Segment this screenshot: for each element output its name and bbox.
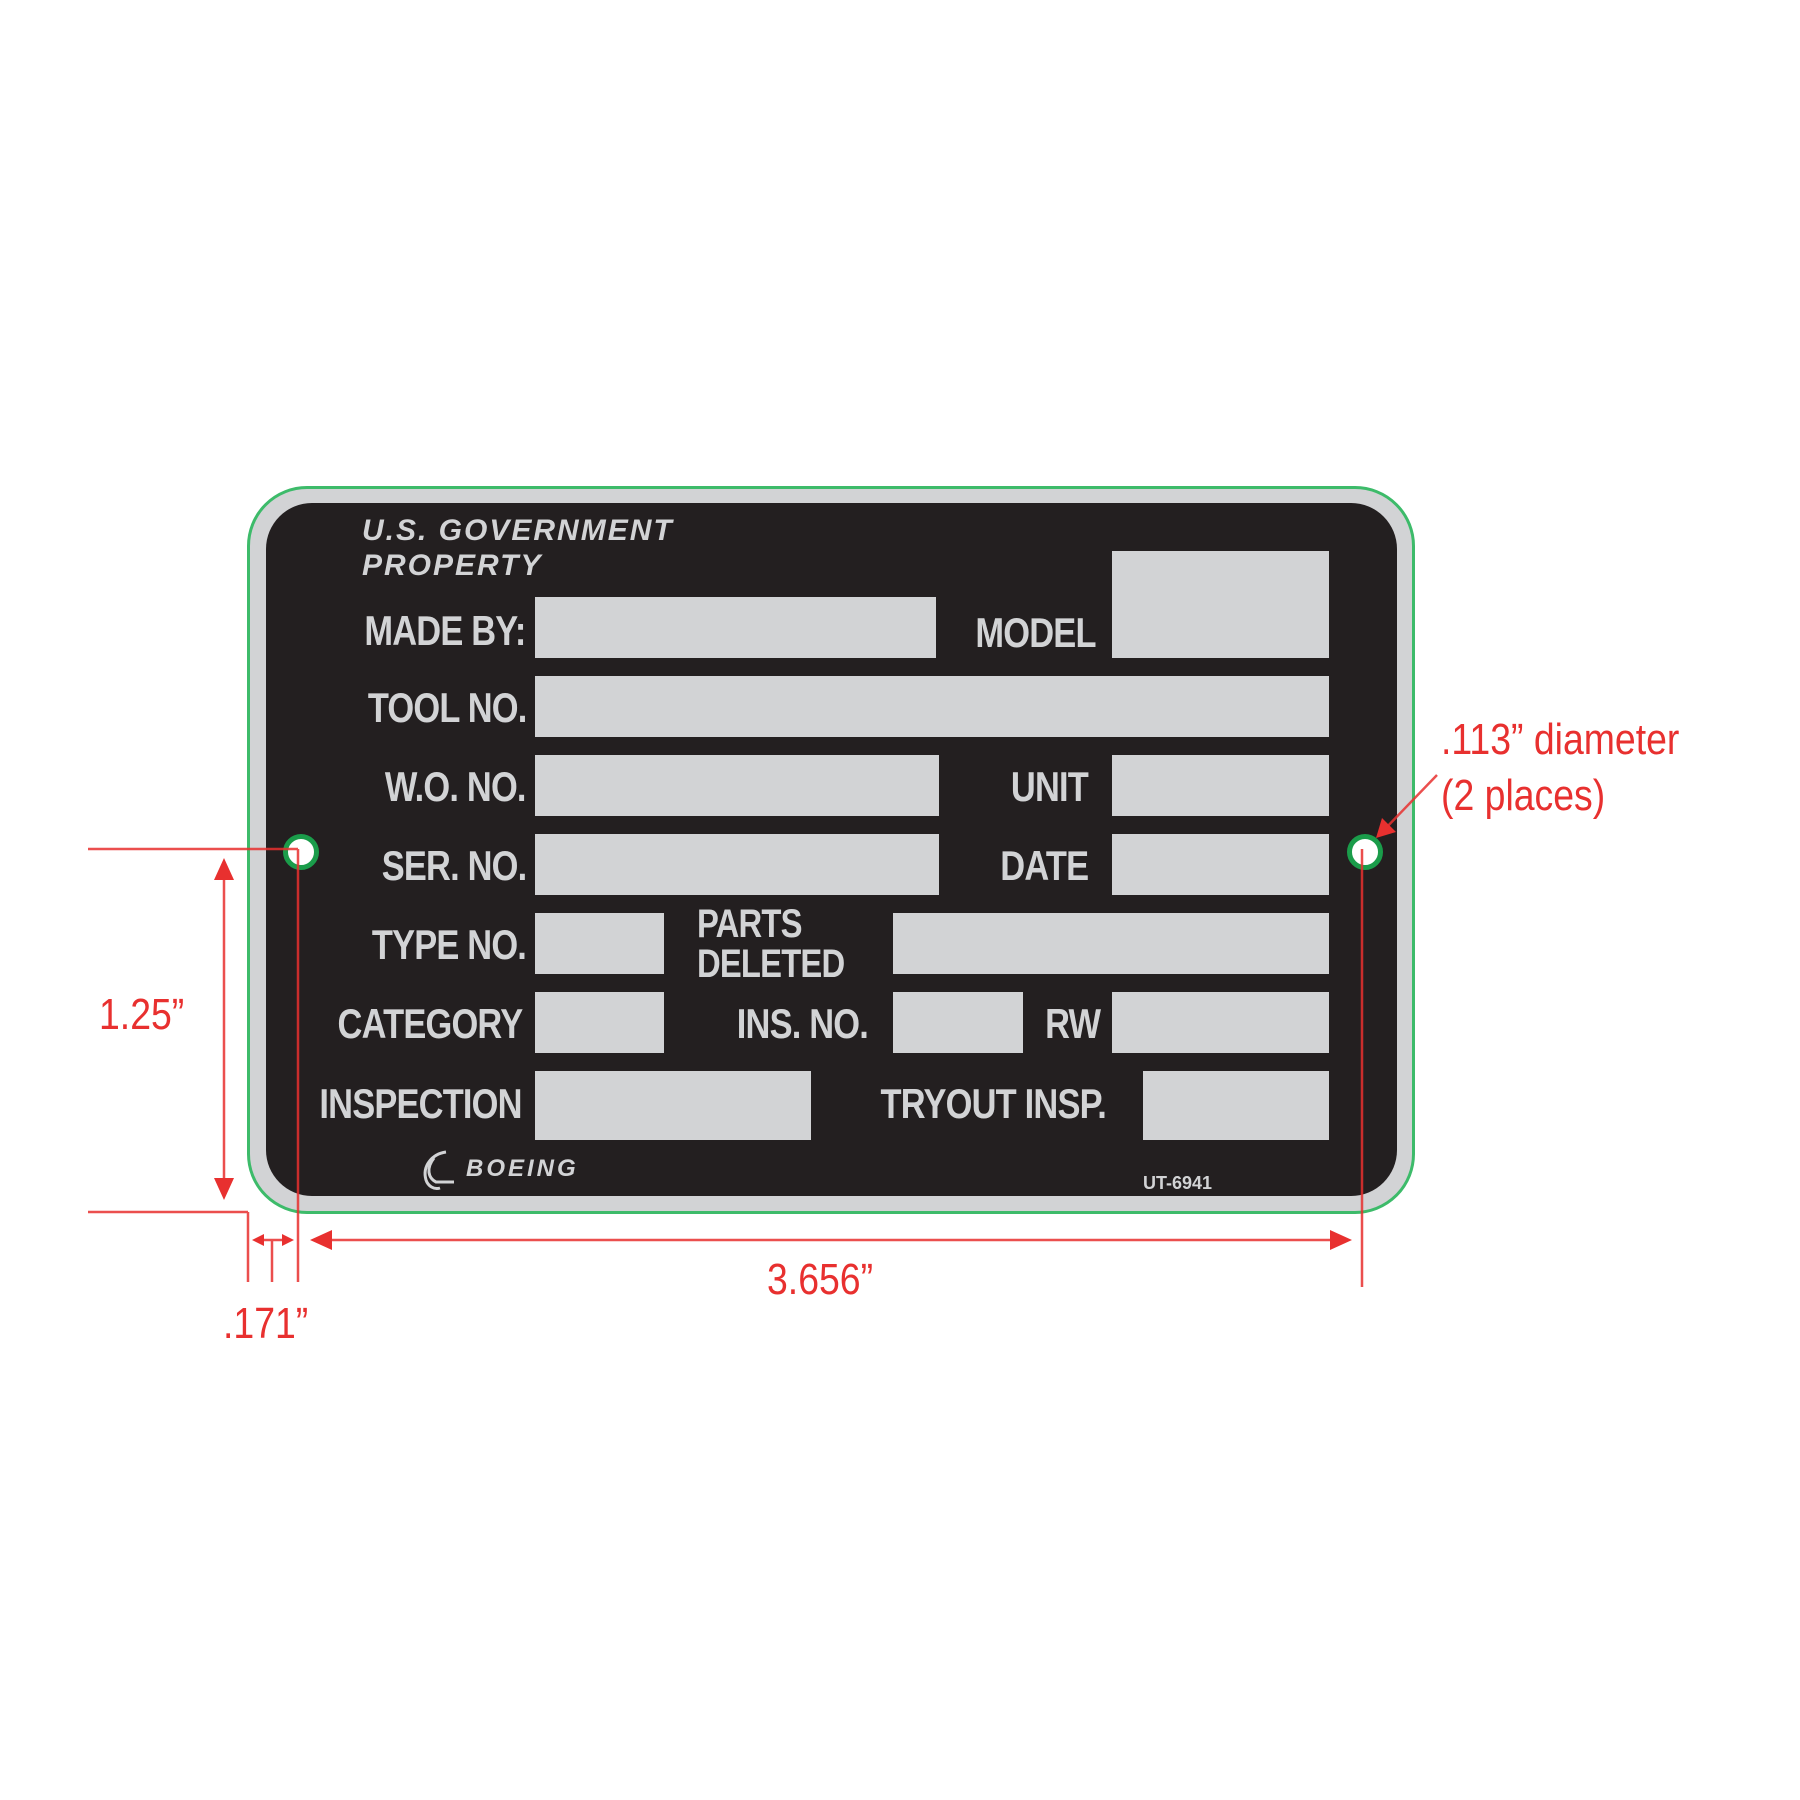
dimension-hole-count: (2 places) <box>1441 771 1606 820</box>
label-ins-no: INS. NO. <box>736 1000 869 1047</box>
label-rw: RW <box>1044 1000 1101 1047</box>
boeing-logo-text: BOEING <box>466 1155 579 1182</box>
field-ser-no[interactable] <box>535 834 939 895</box>
field-inspection[interactable] <box>535 1071 811 1140</box>
label-type-no: TYPE NO. <box>371 921 527 968</box>
field-ins-no[interactable] <box>893 992 1023 1053</box>
dimension-hole-diameter: .113” diameter <box>1441 715 1680 764</box>
field-unit[interactable] <box>1112 755 1329 816</box>
dimension-horizontal-3-656: 3.656” <box>767 1255 874 1304</box>
label-tryout-insp: TRYOUT INSP. <box>880 1080 1106 1127</box>
label-date: DATE <box>1000 842 1089 889</box>
label-parts-deleted-line2: DELETED <box>697 942 845 986</box>
label-wo-no: W.O. NO. <box>385 763 527 810</box>
field-rw[interactable] <box>1112 992 1329 1053</box>
label-made-by: MADE BY: <box>364 607 527 654</box>
part-number: UT-6941 <box>1143 1173 1213 1193</box>
field-tryout-insp[interactable] <box>1143 1071 1329 1140</box>
field-wo-no[interactable] <box>535 755 939 816</box>
field-made-by[interactable] <box>535 597 936 658</box>
field-type-no[interactable] <box>535 913 664 974</box>
label-unit: UNIT <box>1010 763 1089 810</box>
field-date[interactable] <box>1112 834 1329 895</box>
dimension-vertical-1-25: 1.25” <box>99 990 185 1039</box>
boeing-logo-icon <box>423 1150 454 1190</box>
label-inspection: INSPECTION <box>319 1080 523 1127</box>
field-category[interactable] <box>535 992 664 1053</box>
label-parts-deleted-line1: PARTS <box>697 902 802 946</box>
field-parts-deleted[interactable] <box>893 913 1329 974</box>
dimension-edge-offset-171: .171” <box>223 1299 309 1348</box>
field-tool-no[interactable] <box>535 676 1329 737</box>
field-model[interactable] <box>1112 551 1329 658</box>
label-ser-no: SER. NO. <box>381 842 526 889</box>
label-category: CATEGORY <box>337 1000 523 1047</box>
header-property: PROPERTY <box>362 549 543 582</box>
header-us-government: U.S. GOVERNMENT <box>362 514 674 547</box>
mounting-hole-left <box>283 834 319 870</box>
label-tool-no: TOOL NO. <box>367 684 526 731</box>
mounting-hole-right <box>1347 834 1383 870</box>
label-model: MODEL <box>975 609 1097 656</box>
